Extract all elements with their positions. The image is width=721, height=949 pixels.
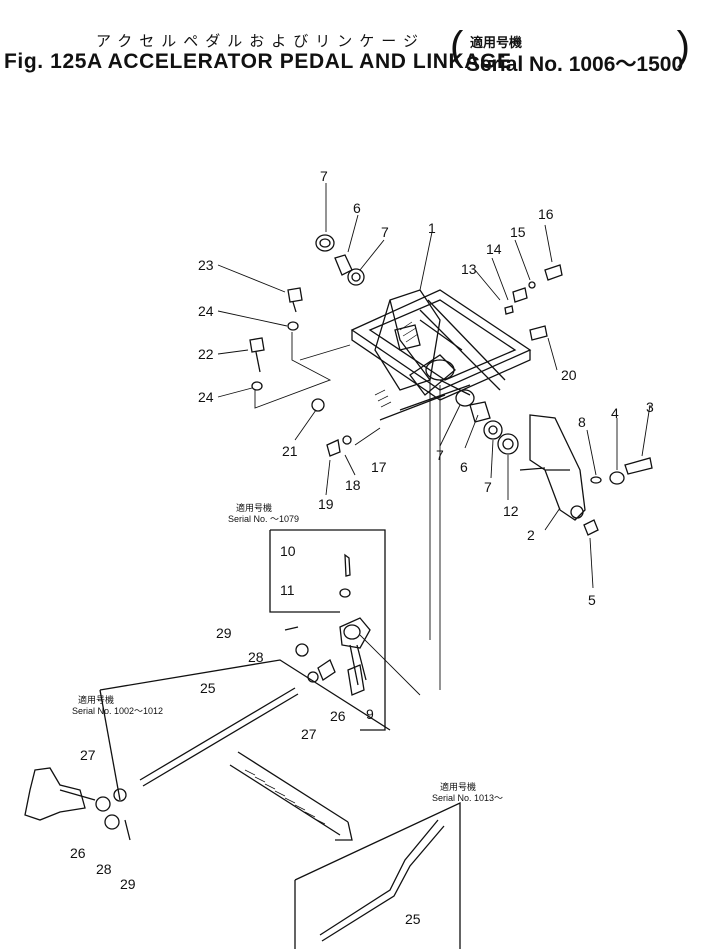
callout-25a: 25	[200, 680, 216, 696]
callout-7d: 7	[484, 479, 492, 495]
callout-25b: 25	[405, 911, 421, 927]
callout-15: 15	[510, 224, 526, 240]
hatching	[244, 321, 419, 825]
callout-numbers: 7 6 7 1 16 15 14 13 23 24 22 24 20 21 17…	[70, 168, 654, 927]
serial-range: Serial No. 1006～1500	[466, 53, 684, 76]
callout-4: 4	[611, 405, 619, 421]
callout-8: 8	[578, 414, 586, 430]
callout-10: 10	[280, 543, 296, 559]
pedal-lever	[519, 414, 586, 521]
serial-japanese: 適用号機	[470, 36, 523, 51]
figure-title: Fig. 125A ACCELERATOR PEDAL AND LINKAGE	[4, 50, 512, 73]
callout-6b: 6	[460, 459, 468, 475]
title-japanese: アクセルペダルおよびリンケージ	[96, 32, 425, 50]
callout-5: 5	[588, 592, 596, 608]
callout-6a: 6	[353, 200, 361, 216]
callout-17: 17	[371, 459, 387, 475]
inset-a-jp: 適用号機	[236, 502, 272, 513]
callout-12: 12	[503, 503, 519, 519]
callout-1: 1	[428, 220, 436, 236]
inset-labels: 適用号機 Serial No. ～1079 適用号機 Serial No. 10…	[72, 502, 503, 803]
callout-2: 2	[527, 527, 535, 543]
callout-21: 21	[282, 443, 298, 459]
callout-28b: 28	[96, 861, 112, 877]
serial-range-box: ( 適用号機 Serial No. 1006～1500 )	[450, 24, 690, 76]
callout-19: 19	[318, 496, 334, 512]
callout-11: 11	[280, 582, 295, 598]
dashed-guides	[254, 332, 351, 409]
callout-23: 23	[198, 257, 214, 273]
callout-14: 14	[486, 241, 502, 257]
inset-b-jp: 適用号機	[78, 694, 114, 705]
callout-26b: 26	[70, 845, 86, 861]
inset-c-box	[294, 801, 461, 949]
pedal-bracket	[374, 289, 463, 396]
callout-28a: 28	[248, 649, 264, 665]
callout-7c: 7	[436, 447, 444, 463]
inset-c-jp: 適用号機	[440, 781, 476, 792]
bushings	[315, 234, 519, 455]
callout-20: 20	[561, 367, 577, 383]
direction-arrow	[229, 751, 353, 841]
callout-3: 3	[646, 399, 654, 415]
callout-7a: 7	[320, 168, 328, 184]
fasteners	[249, 264, 653, 536]
callout-26a: 26	[330, 708, 346, 724]
callout-18: 18	[345, 477, 361, 493]
leader-lines	[217, 183, 651, 696]
inset-a-serial: Serial No. ～1079	[228, 514, 299, 524]
callout-22: 22	[198, 346, 214, 362]
inset-a-box	[269, 529, 386, 731]
callout-7b: 7	[381, 224, 389, 240]
callout-9: 9	[366, 706, 374, 722]
callout-24a: 24	[198, 303, 214, 319]
pedal-shaft	[419, 299, 506, 396]
lower-linkage	[24, 767, 131, 841]
callout-27a: 27	[301, 726, 317, 742]
callout-13: 13	[461, 261, 477, 277]
linkage-arm	[284, 553, 371, 696]
callout-24b: 24	[198, 389, 214, 405]
inset-c-serial: Serial No. 1013～	[432, 793, 503, 803]
linkage-rod-upper	[99, 659, 391, 801]
callout-29b: 29	[120, 876, 136, 892]
callout-29a: 29	[216, 625, 232, 641]
inset-b-serial: Serial No. 1002～1012	[72, 706, 163, 716]
callout-27b: 27	[80, 747, 96, 763]
callout-16: 16	[538, 206, 554, 222]
